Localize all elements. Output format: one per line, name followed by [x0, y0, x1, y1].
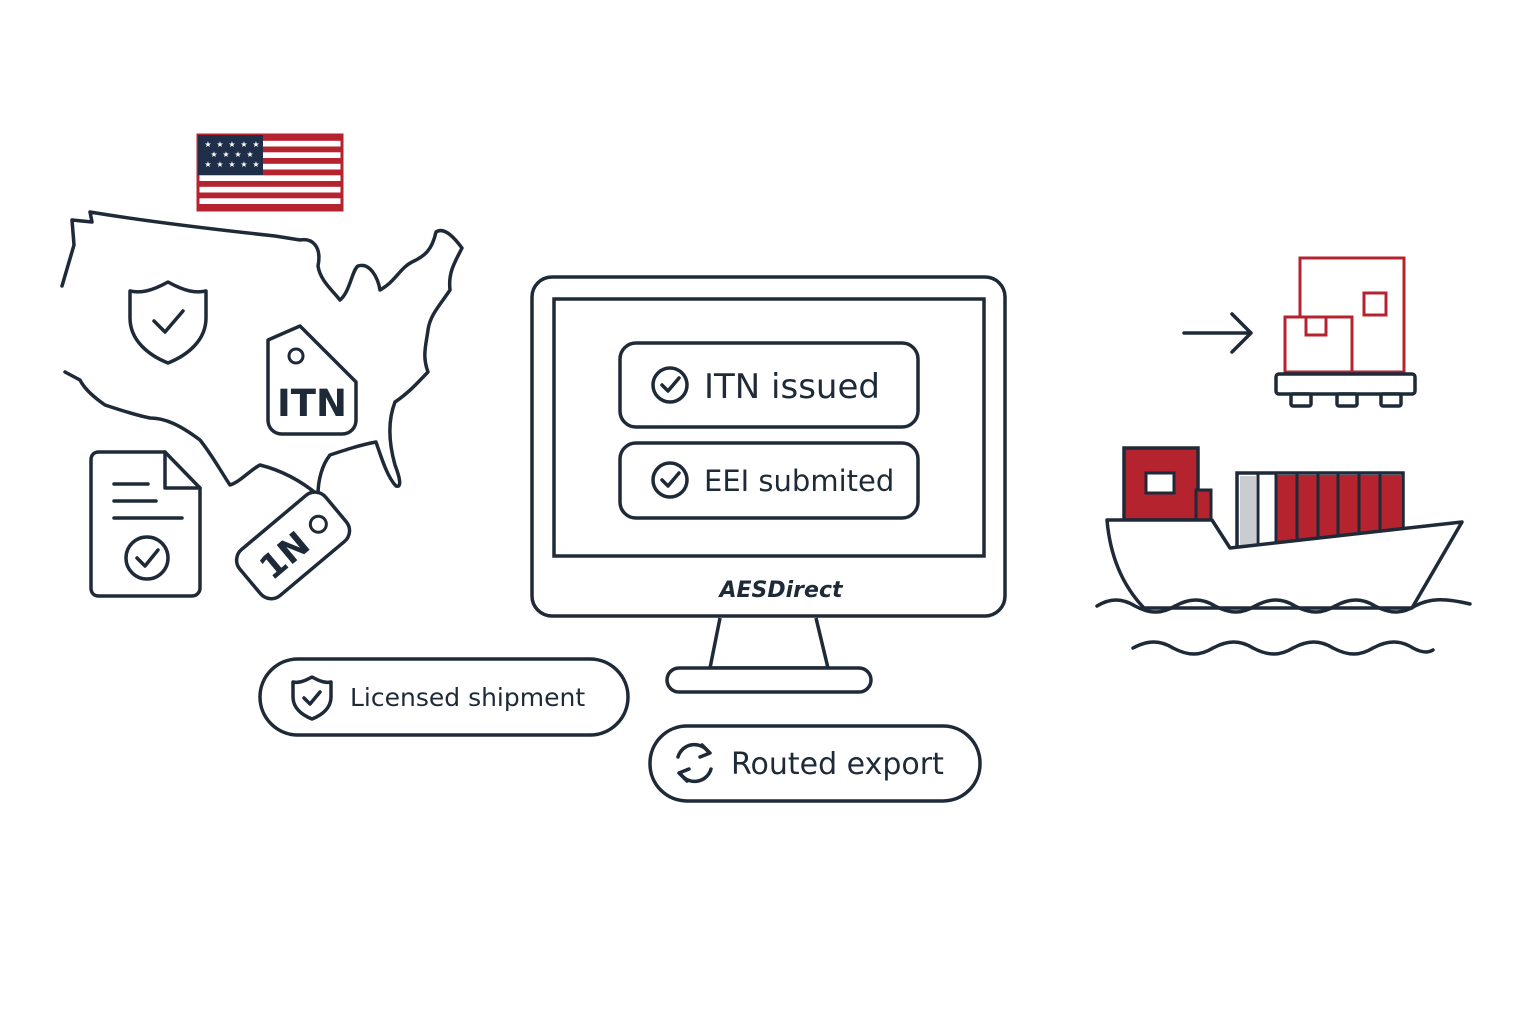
svg-text:★: ★ [210, 150, 217, 159]
us-map-icon [60, 210, 464, 497]
small-tag-icon: 1N [234, 490, 352, 601]
pallet-boxes-icon [1274, 256, 1417, 408]
svg-text:★: ★ [252, 140, 259, 149]
svg-text:★: ★ [246, 150, 253, 159]
check-circle-icon [651, 461, 689, 499]
svg-text:★: ★ [204, 160, 211, 169]
waves-icon [1095, 598, 1472, 656]
refresh-icon [676, 742, 713, 784]
svg-text:★: ★ [216, 160, 223, 169]
shield-check-icon [291, 675, 333, 721]
document-check-icon [89, 450, 202, 598]
check-circle-icon [651, 366, 689, 404]
brand-label: AESDirect [717, 578, 844, 603]
svg-text:★: ★ [240, 160, 247, 169]
licensed-shipment-pill: Licensed shipment [258, 657, 630, 737]
svg-text:★: ★ [240, 140, 247, 149]
cargo-ship-icon [1105, 446, 1464, 610]
us-flag-icon: ★★★★★ ★★★★ ★★★★★ [196, 133, 344, 212]
svg-text:★: ★ [234, 150, 241, 159]
svg-text:★: ★ [204, 140, 211, 149]
svg-text:★: ★ [252, 160, 259, 169]
itn-tag-label: ITN [277, 382, 347, 425]
svg-text:★: ★ [216, 140, 223, 149]
svg-text:★: ★ [228, 140, 235, 149]
status-label: EEI submited [704, 464, 894, 498]
arrow-right-icon [1182, 312, 1253, 354]
pill-label: Licensed shipment [350, 683, 585, 712]
svg-text:★: ★ [228, 160, 235, 169]
pill-label: Routed export [731, 747, 944, 782]
shield-check-icon [128, 280, 208, 365]
svg-text:★: ★ [222, 150, 229, 159]
status-label: ITN issued [704, 367, 880, 407]
itn-tag: ITN [266, 324, 358, 436]
status-eei-submitted: EEI submited [618, 441, 920, 520]
status-itn-issued: ITN issued [618, 341, 920, 429]
routed-export-pill: Routed export [648, 724, 982, 803]
